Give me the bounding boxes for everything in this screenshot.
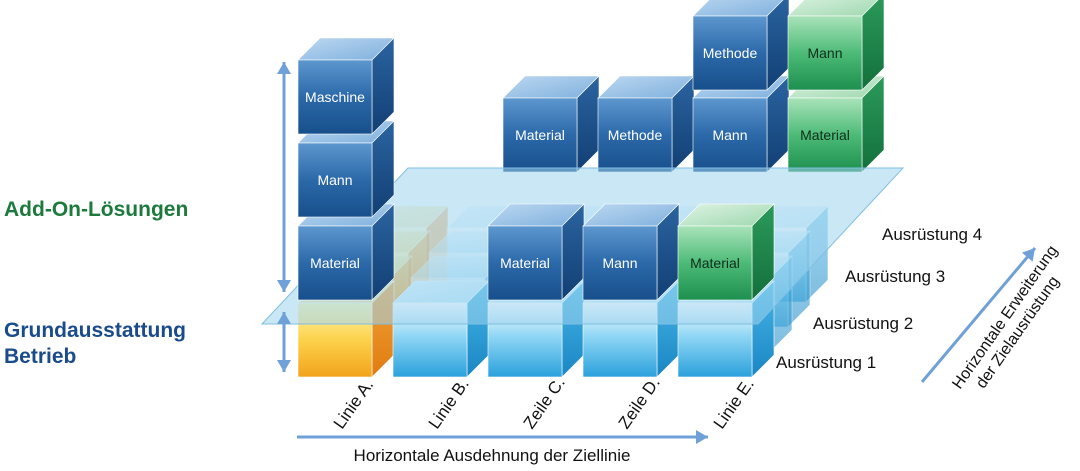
cube-front-face — [297, 59, 373, 135]
addon-cube-zeile-c-ausr-stung-1-1: Material — [487, 203, 585, 301]
base-equipment-label-line1: Grundausstattung — [4, 319, 186, 342]
z-axis-arrow — [920, 247, 1037, 383]
addon-cube-label: Mann — [807, 45, 842, 61]
column-label-linie-a: Linie A. — [330, 376, 378, 433]
addon-cube-label: Material — [690, 255, 740, 271]
addon-cube-linie-e-ausr-stung-4-2: Mann — [787, 0, 885, 91]
cube-front-face — [787, 15, 863, 91]
cube-front-face — [297, 142, 373, 218]
add-on-height-arrow — [277, 62, 291, 292]
addon-cube-linie-a-ausr-stung-1-1: Material — [297, 203, 395, 301]
row-label-ausr-stung-3: Ausrüstung 3 — [845, 267, 945, 286]
cube-front-face — [297, 225, 373, 301]
z-axis-title-line1: Horizontale Erweiterung — [949, 243, 1061, 393]
addon-cube-zeile-d-ausr-stung-1-1: Mann — [582, 203, 680, 301]
addon-cube-label: Material — [500, 255, 550, 271]
base-equipment-label-line2: Betrieb — [4, 345, 77, 368]
addon-cube-label: Mann — [602, 255, 637, 271]
row-label-ausr-stung-4: Ausrüstung 4 — [882, 225, 982, 244]
addon-cube-linie-a-ausr-stung-1-2: Mann — [297, 120, 395, 218]
addon-cube-label: Material — [800, 127, 850, 143]
cube-front-face — [582, 225, 658, 301]
column-label-zeile-d: Zeile D. — [615, 373, 664, 432]
addon-cube-label: Methode — [608, 127, 663, 143]
x-axis-title: Horizontale Ausdehnung der Ziellinie — [354, 446, 631, 465]
addon-cube-linie-e-ausr-stung-1-1: Material — [677, 203, 775, 301]
base-height-arrow — [277, 312, 291, 372]
addon-cube-linie-b-ausr-stung-4-1: Material — [502, 75, 600, 173]
cube-front-face — [692, 15, 768, 91]
cube-front-face — [787, 97, 863, 173]
addon-cube-label: Maschine — [305, 89, 365, 105]
column-label-linie-e: Linie E. — [710, 375, 758, 432]
x-axis-arrow — [297, 430, 708, 444]
addon-cube-label: Mann — [317, 172, 352, 188]
addon-cube-label: Material — [310, 255, 360, 271]
addon-cube-linie-e-ausr-stung-4-1: Material — [787, 75, 885, 173]
addon-cube-label: Mann — [712, 127, 747, 143]
addon-cube-zeile-d-ausr-stung-4-2: Methode — [692, 0, 790, 91]
cube-front-face — [502, 97, 578, 173]
row-label-ausr-stung-1: Ausrüstung 1 — [776, 353, 876, 372]
addon-cube-zeile-d-ausr-stung-4-1: Mann — [692, 75, 790, 173]
add-on-label: Add-On-Lösungen — [4, 198, 189, 221]
addon-cube-zeile-c-ausr-stung-4-1: Methode — [597, 75, 695, 173]
cube-front-face — [487, 225, 563, 301]
cube-front-face — [597, 97, 673, 173]
base-equipment-label: Grundausstattung Betrieb — [4, 318, 186, 370]
column-label-linie-b: Linie B. — [425, 375, 473, 432]
addon-cube-label: Material — [515, 127, 565, 143]
row-label-ausr-stung-2: Ausrüstung 2 — [813, 314, 913, 333]
cube-front-face — [677, 225, 753, 301]
addon-cube-label: Methode — [703, 45, 758, 61]
cube-front-face — [692, 97, 768, 173]
column-label-zeile-c: Zeile C. — [520, 373, 569, 432]
addon-cube-linie-a-ausr-stung-1-3: Maschine — [297, 37, 395, 135]
